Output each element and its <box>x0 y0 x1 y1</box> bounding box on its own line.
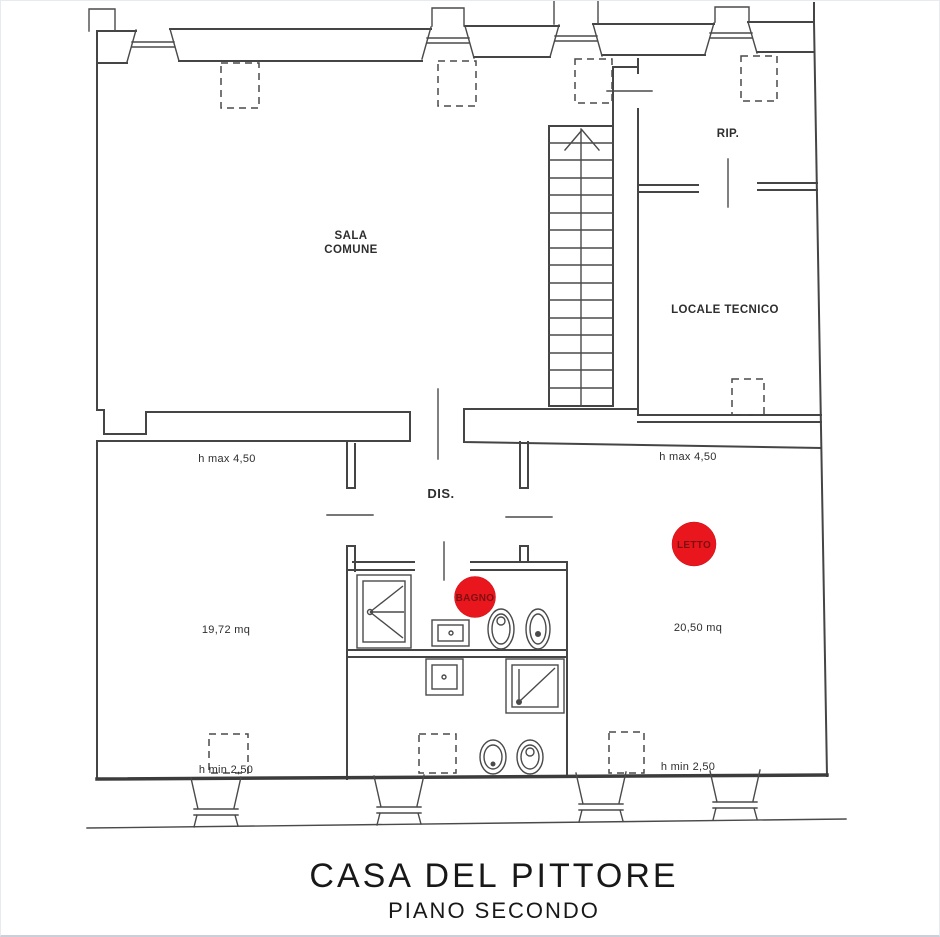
chimney-icon <box>553 1 599 25</box>
staircase <box>548 128 614 407</box>
opening-dashed <box>208 733 249 774</box>
toilet-icon <box>525 608 551 650</box>
room-label-rip: RIP. <box>717 128 739 140</box>
footer: CASA DEL PITTORE PIANO SECONDO <box>309 857 678 923</box>
area-label-right: 20,50 mq <box>674 622 722 634</box>
labels: SALA COMUNE RIP. LOCALE TECNICO DIS. h m… <box>198 128 779 776</box>
window-icon <box>373 774 425 826</box>
window-icon <box>126 28 180 63</box>
opening-dashed <box>731 378 765 416</box>
bidet-icon <box>487 608 515 650</box>
room-label-dis: DIS. <box>427 486 454 501</box>
windows <box>88 1 761 828</box>
window-icon <box>421 25 475 60</box>
bagno-marker-circle[interactable] <box>454 576 496 618</box>
opening-dashed <box>418 733 457 774</box>
letto-marker[interactable]: LETTO <box>671 521 717 567</box>
opening-dashed <box>220 62 260 109</box>
shower-icon <box>505 658 565 714</box>
room-label-sala-comune-line2: COMUNE <box>324 244 378 256</box>
bagno-marker[interactable]: BAGNO <box>454 576 496 618</box>
window-icon <box>704 21 758 55</box>
opening-dashed <box>740 55 778 102</box>
stair-direction-arrow-icon <box>564 128 600 151</box>
opening-dashed <box>437 60 477 107</box>
window-icon <box>575 771 627 823</box>
page-subtitle: PIANO SECONDO <box>388 898 600 923</box>
height-max-label-left: h max 4,50 <box>198 453 255 465</box>
height-min-label-left: h min 2,50 <box>199 764 253 776</box>
window-icon <box>709 769 761 821</box>
letto-marker-label: LETTO <box>677 540 711 551</box>
dashed-openings <box>208 55 778 774</box>
opening-dashed <box>608 731 645 774</box>
area-label-left: 19,72 mq <box>202 624 250 636</box>
window-icon <box>549 23 603 58</box>
sink-icon <box>425 658 464 696</box>
chimney-icon <box>431 7 465 27</box>
bidet-icon <box>479 739 507 775</box>
page-title: CASA DEL PITTORE <box>309 857 678 895</box>
height-max-label-right: h max 4,50 <box>659 451 716 463</box>
doors <box>326 90 729 581</box>
toilet-icon <box>516 739 544 775</box>
window-icon <box>190 776 242 828</box>
sink-icon <box>431 619 470 647</box>
height-min-label-right: h min 2,50 <box>661 761 715 773</box>
room-label-sala-comune-line1: SALA <box>335 230 368 242</box>
parapet-icon <box>88 8 116 32</box>
letto-marker-circle[interactable] <box>671 521 717 567</box>
bagno-marker-label: BAGNO <box>456 593 495 604</box>
walls <box>86 2 847 829</box>
shower-icon <box>356 574 412 649</box>
opening-dashed <box>574 58 613 104</box>
chimney-icon <box>714 6 750 23</box>
room-label-locale-tecnico: LOCALE TECNICO <box>671 304 779 316</box>
bathroom-fixtures <box>356 574 565 775</box>
